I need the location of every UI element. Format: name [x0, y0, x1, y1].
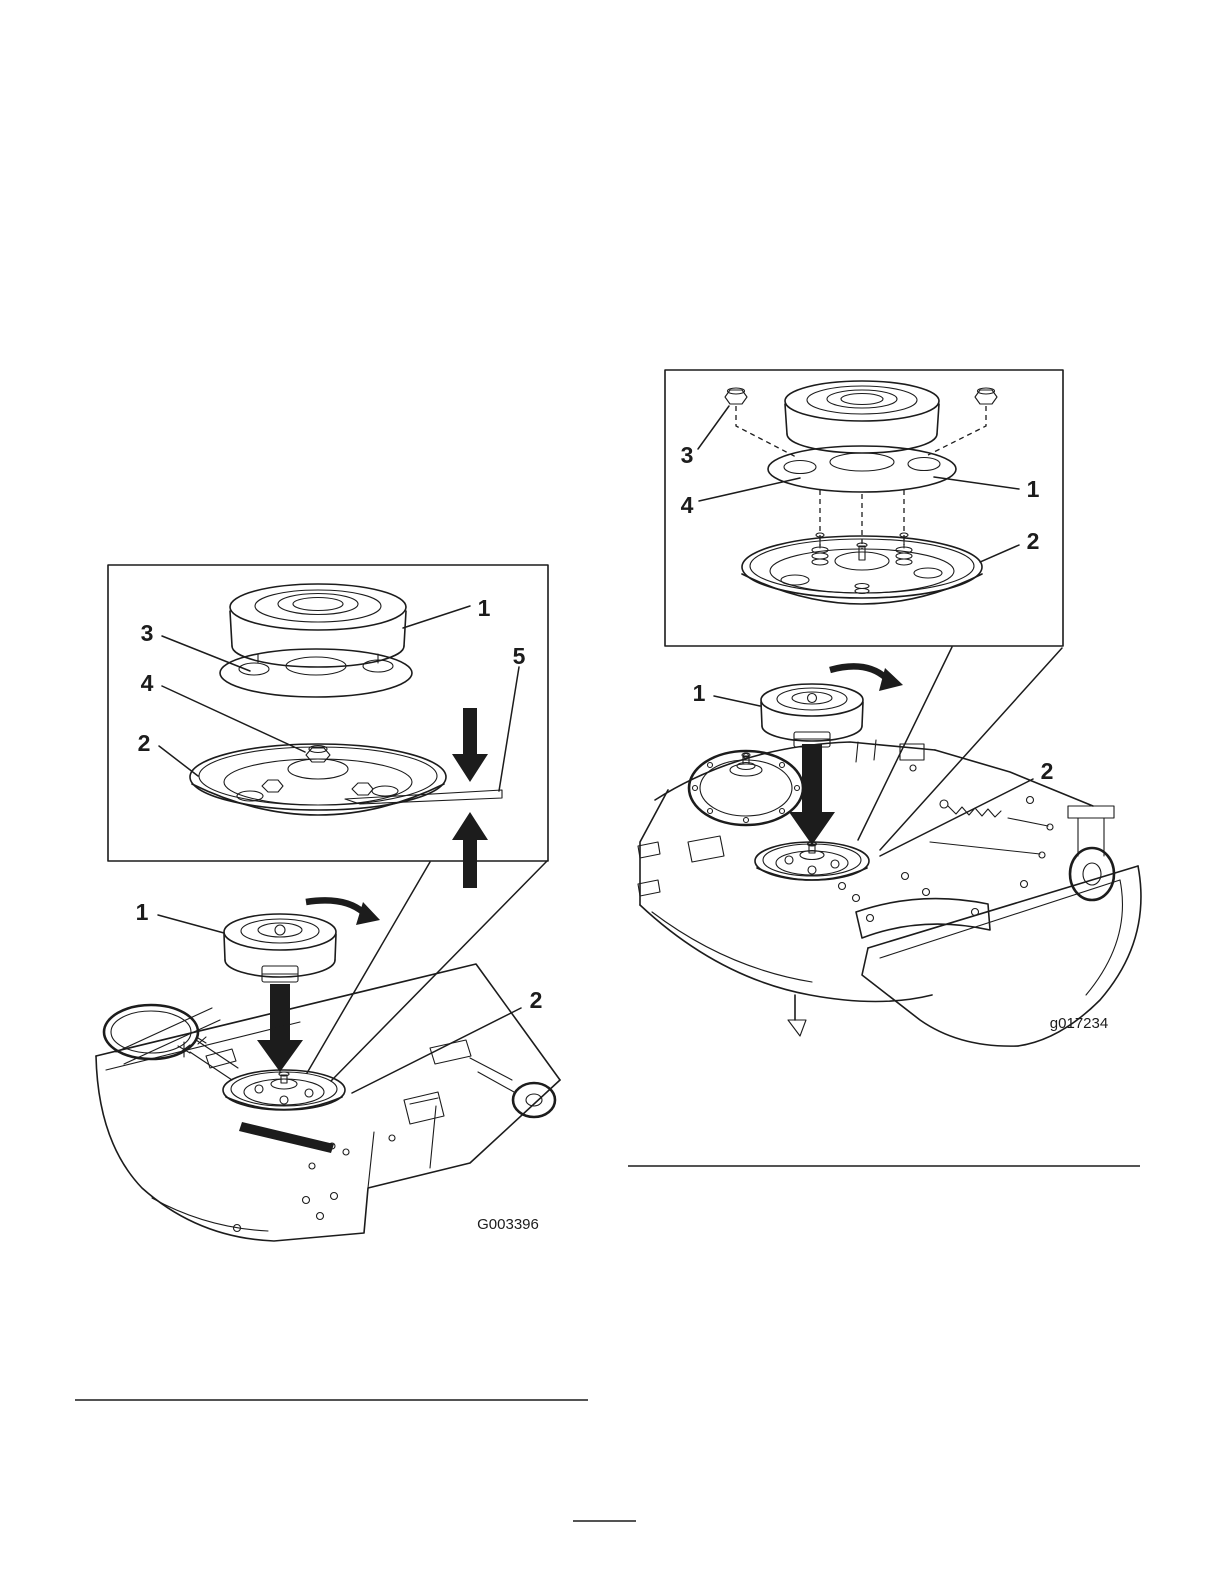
callout-4-left-inset: 4 [141, 670, 154, 696]
right-main-leader-2 [879, 778, 1034, 857]
callout-2-left-inset: 2 [138, 730, 151, 756]
callout-2-left-main: 2 [530, 987, 543, 1013]
callout-3-left-inset: 3 [141, 620, 154, 646]
figure-left: 1 3 4 2 5 [95, 564, 561, 1242]
right-inset-top-pulley [767, 380, 957, 493]
install-down-arrow-icon [789, 744, 835, 845]
center-nut [305, 747, 331, 763]
figure-code-right: g017234 [1050, 1015, 1108, 1032]
left-main-clutch-pulley [223, 913, 337, 983]
left-inset-gap-measure [344, 708, 503, 888]
callout-5-left-inset: 5 [513, 643, 526, 669]
callout-4-right-inset: 4 [681, 492, 694, 518]
install-down-arrow-icon [257, 984, 303, 1072]
callout-1-left-main: 1 [136, 899, 149, 925]
gap-arrow-down-icon [452, 708, 488, 782]
gap-arrow-up-icon [452, 812, 488, 888]
left-inset-pointer-lines [306, 860, 548, 1082]
right-inset-lower-pulley [741, 532, 983, 605]
callout-2-right-inset: 2 [1027, 528, 1040, 554]
callout-2-right-main: 2 [1041, 758, 1054, 784]
figure-code-left: G003396 [477, 1216, 539, 1233]
left-main-leader-1 [157, 914, 225, 934]
right-inset-leaders [697, 405, 1020, 563]
right-main-leader-1 [713, 695, 761, 707]
left-inset-top-pulley [219, 583, 413, 698]
callout-1-right-main: 1 [693, 680, 706, 706]
left-inset-box [107, 564, 549, 862]
left-main-deck-pulley [222, 1069, 346, 1111]
left-inset-lower-pulley [189, 743, 447, 816]
right-main-spindle-pulley [687, 749, 805, 827]
callout-1-right-inset: 1 [1027, 476, 1040, 502]
left-main-deck [95, 963, 561, 1242]
callout-1-left-inset: 1 [478, 595, 491, 621]
figure-right: 3 4 1 2 [637, 369, 1142, 1047]
callout-3-right-inset: 3 [681, 442, 694, 468]
right-inset-nuts [724, 387, 998, 405]
right-main-clutch-pulley [760, 683, 864, 748]
right-main-deck-pulley [754, 841, 870, 881]
left-bolt [261, 779, 284, 793]
left-rotation-arrow-icon [305, 897, 380, 925]
right-inset-box [664, 369, 1064, 647]
right-rotation-arrow-icon [829, 663, 903, 691]
left-main-leader-2 [351, 1007, 522, 1094]
right-main-deck [637, 739, 1142, 1047]
right-bolt [351, 782, 374, 796]
left-inset-leaders [158, 605, 520, 792]
